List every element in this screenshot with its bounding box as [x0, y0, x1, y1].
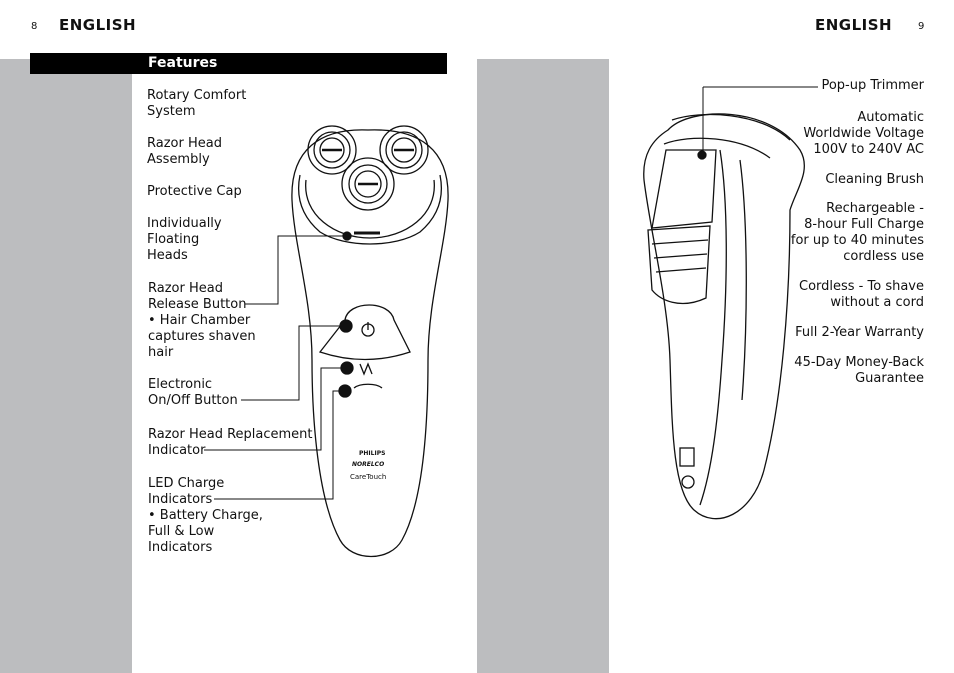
brand-norelco: NORELCO	[352, 461, 384, 468]
label-warranty: Full 2-Year Warranty	[795, 325, 924, 340]
brand-philips: PHILIPS	[359, 450, 385, 457]
front-shaver-illustration	[291, 125, 449, 558]
left-page-header: ENGLISH	[59, 16, 137, 34]
label-rotary-comfort: Rotary Comfort System	[147, 88, 247, 119]
brand-caretouch: CareTouch	[350, 473, 386, 481]
left-leader-lines	[204, 235, 343, 500]
center-gray-band	[477, 59, 609, 673]
label-floating-heads: Individually Floating Heads	[147, 216, 222, 263]
label-cordless: Cordless - To shave without a cord	[799, 279, 924, 310]
label-replacement-indicator: Razor Head Replacement Indicator	[148, 427, 313, 458]
left-page-number: 8	[31, 21, 38, 32]
label-razor-head-assembly: Razor Head Assembly	[147, 136, 222, 167]
label-money-back: 45-Day Money-Back Guarantee	[794, 355, 924, 386]
label-popup-trimmer: Pop-up Trimmer	[821, 78, 924, 93]
label-led-indicators: LED Charge Indicators • Battery Charge, …	[148, 476, 263, 555]
label-release-button: Razor Head Release Button • Hair Chamber…	[148, 281, 256, 360]
right-page-header: ENGLISH	[815, 16, 893, 34]
right-page-number: 9	[918, 21, 925, 32]
features-title-bar	[30, 53, 447, 74]
label-cleaning-brush: Cleaning Brush	[825, 172, 924, 187]
label-protective-cap: Protective Cap	[147, 184, 242, 199]
left-gray-band	[0, 59, 132, 673]
features-title: Features	[148, 55, 218, 71]
side-shaver-illustration	[643, 113, 805, 520]
label-rechargeable: Rechargeable - 8-hour Full Charge for up…	[790, 201, 924, 264]
label-onoff-button: Electronic On/Off Button	[148, 377, 238, 408]
label-worldwide-voltage: Automatic Worldwide Voltage 100V to 240V…	[803, 110, 924, 157]
